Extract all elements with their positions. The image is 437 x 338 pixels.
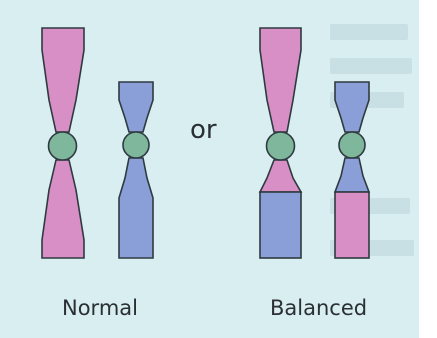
balanced-pink-lower-arm [260, 160, 301, 192]
normal-blue-upper-arm [119, 82, 153, 132]
normal-blue-chromosome [119, 82, 153, 258]
balanced-blue-lower-arm [335, 158, 369, 192]
balanced-pink-chromosome [260, 28, 301, 258]
balanced-pink-centromere [267, 132, 295, 160]
balanced-blue-pink-segment [335, 192, 369, 258]
normal-blue-lower-arm [119, 158, 153, 258]
balanced-blue-upper-arm [335, 82, 369, 132]
balanced-label: Balanced [270, 296, 367, 320]
balanced-pink-upper-arm [260, 28, 301, 132]
normal-label: Normal [62, 296, 138, 320]
normal-pink-lower-arm [42, 160, 84, 258]
normal-blue-centromere [123, 132, 149, 158]
normal-pink-centromere [49, 132, 77, 160]
balanced-blue-chromosome [335, 82, 369, 258]
normal-pink-upper-arm [42, 28, 84, 132]
balanced-blue-centromere [339, 132, 365, 158]
balanced-pink-blue-segment [260, 192, 301, 258]
or-label: or [190, 115, 217, 145]
normal-pink-chromosome [42, 28, 84, 258]
